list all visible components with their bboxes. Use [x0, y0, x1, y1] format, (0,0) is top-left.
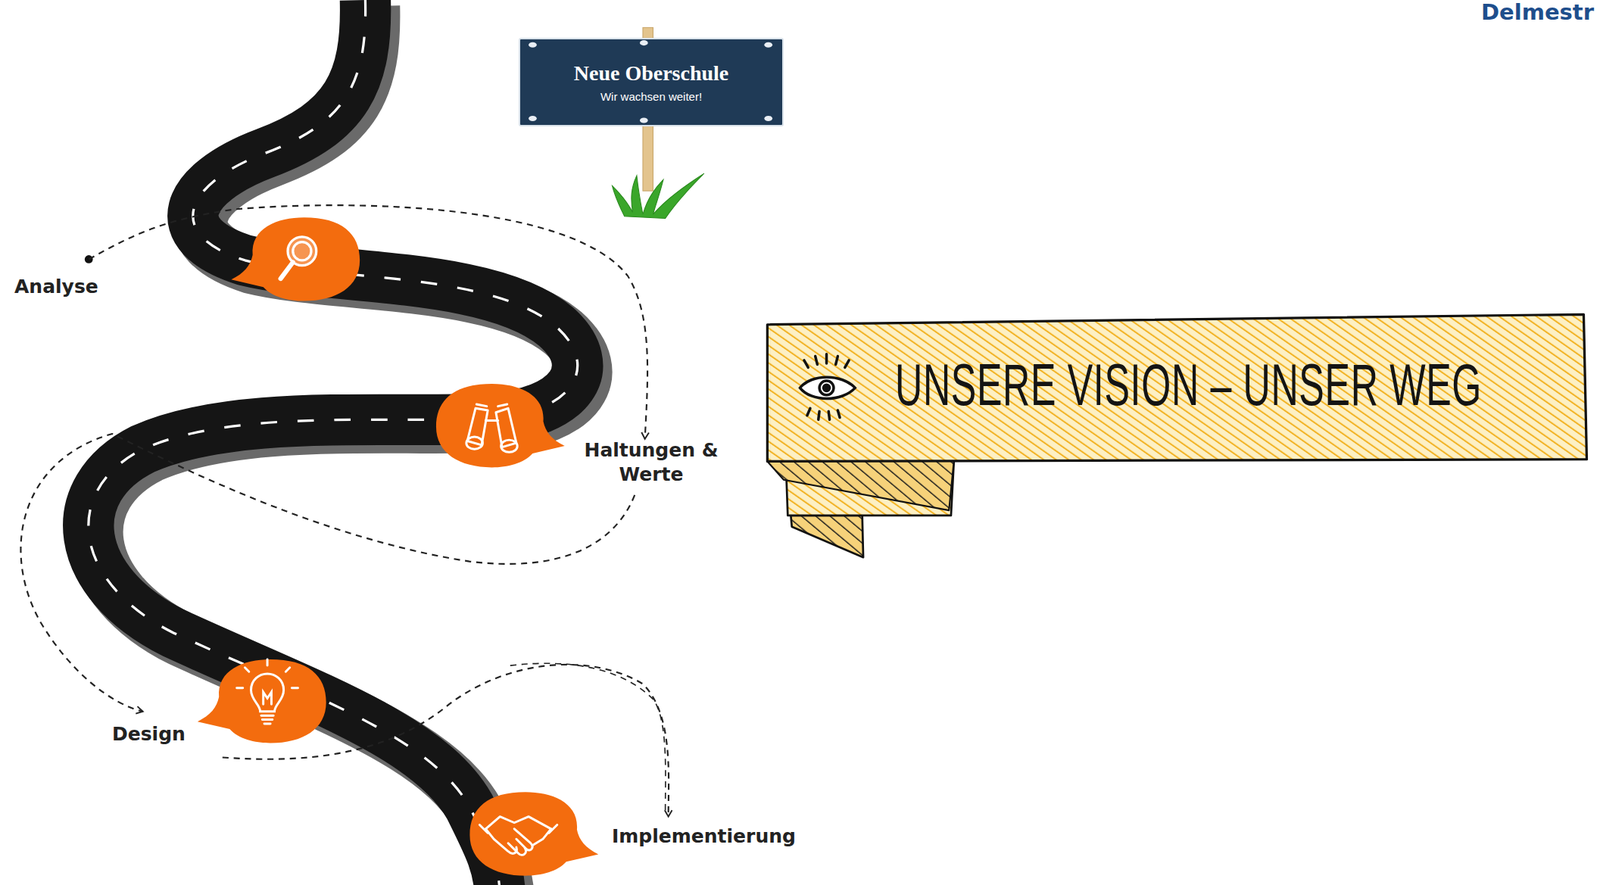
eye-lashes-top — [804, 354, 849, 369]
bulb-glass — [251, 673, 284, 712]
stage-label: Analyse — [14, 274, 99, 300]
binocular-lens — [501, 439, 518, 453]
stage-bubble — [230, 217, 360, 301]
eye-icon — [800, 354, 856, 420]
sign-subtitle: Wir wachsen weiter! — [600, 90, 702, 103]
stage-label: Implementierung — [611, 824, 796, 849]
binoculars-icon — [466, 404, 518, 453]
eye-iris — [819, 380, 834, 396]
binocular-lens — [466, 436, 484, 450]
banner-title: UNSERE VISION – UNSER WEG — [895, 350, 1482, 419]
sign-heading: Neue Oberschule — [573, 61, 730, 86]
bulb-rays — [237, 659, 299, 689]
road-surface — [88, 0, 578, 885]
road — [88, 0, 585, 885]
eye-pupil — [823, 384, 830, 391]
magnifier-handle — [280, 262, 294, 280]
binocular-bridge — [485, 419, 498, 422]
brand-text: Delmestr — [1481, 0, 1594, 25]
handshake-arms — [485, 817, 551, 830]
handshake-wrist — [532, 829, 551, 846]
stage-bubble — [197, 659, 327, 743]
flow-arrow — [20, 433, 635, 712]
road-center-line — [88, 0, 578, 885]
flow-arrow — [88, 205, 648, 440]
bulb-filament — [263, 692, 272, 705]
banner-fold — [790, 515, 864, 558]
handshake-icon — [479, 817, 557, 856]
flow-arrow-double — [510, 663, 666, 812]
eye-lashes-bottom — [807, 408, 840, 420]
grass-tuft — [612, 173, 705, 219]
handshake-fingers — [485, 829, 533, 856]
binocular-eyepiece — [476, 404, 507, 407]
lightbulb-icon — [237, 659, 299, 724]
stage-label: Design — [112, 722, 186, 747]
binocular-tube — [467, 408, 488, 446]
magnifier-icon — [280, 237, 317, 279]
magnifier-lens-inner — [293, 242, 312, 261]
stage-bubble — [436, 383, 565, 468]
stage-bubble — [469, 792, 599, 876]
handshake-cuffs — [479, 824, 557, 833]
sign-board: Neue OberschuleWir wachsen weiter! — [518, 37, 784, 127]
bubble-shape — [469, 792, 599, 876]
banner-fold-shade — [767, 459, 955, 511]
bulb-base — [261, 715, 274, 724]
title-banner — [767, 314, 1587, 558]
banner-body — [767, 314, 1587, 462]
stage-label: Haltungen & Werte — [575, 438, 727, 487]
bubble-shape — [436, 383, 565, 468]
eye-outline — [800, 377, 856, 399]
bubble-shape — [197, 659, 327, 743]
bubble-shape — [230, 217, 360, 301]
